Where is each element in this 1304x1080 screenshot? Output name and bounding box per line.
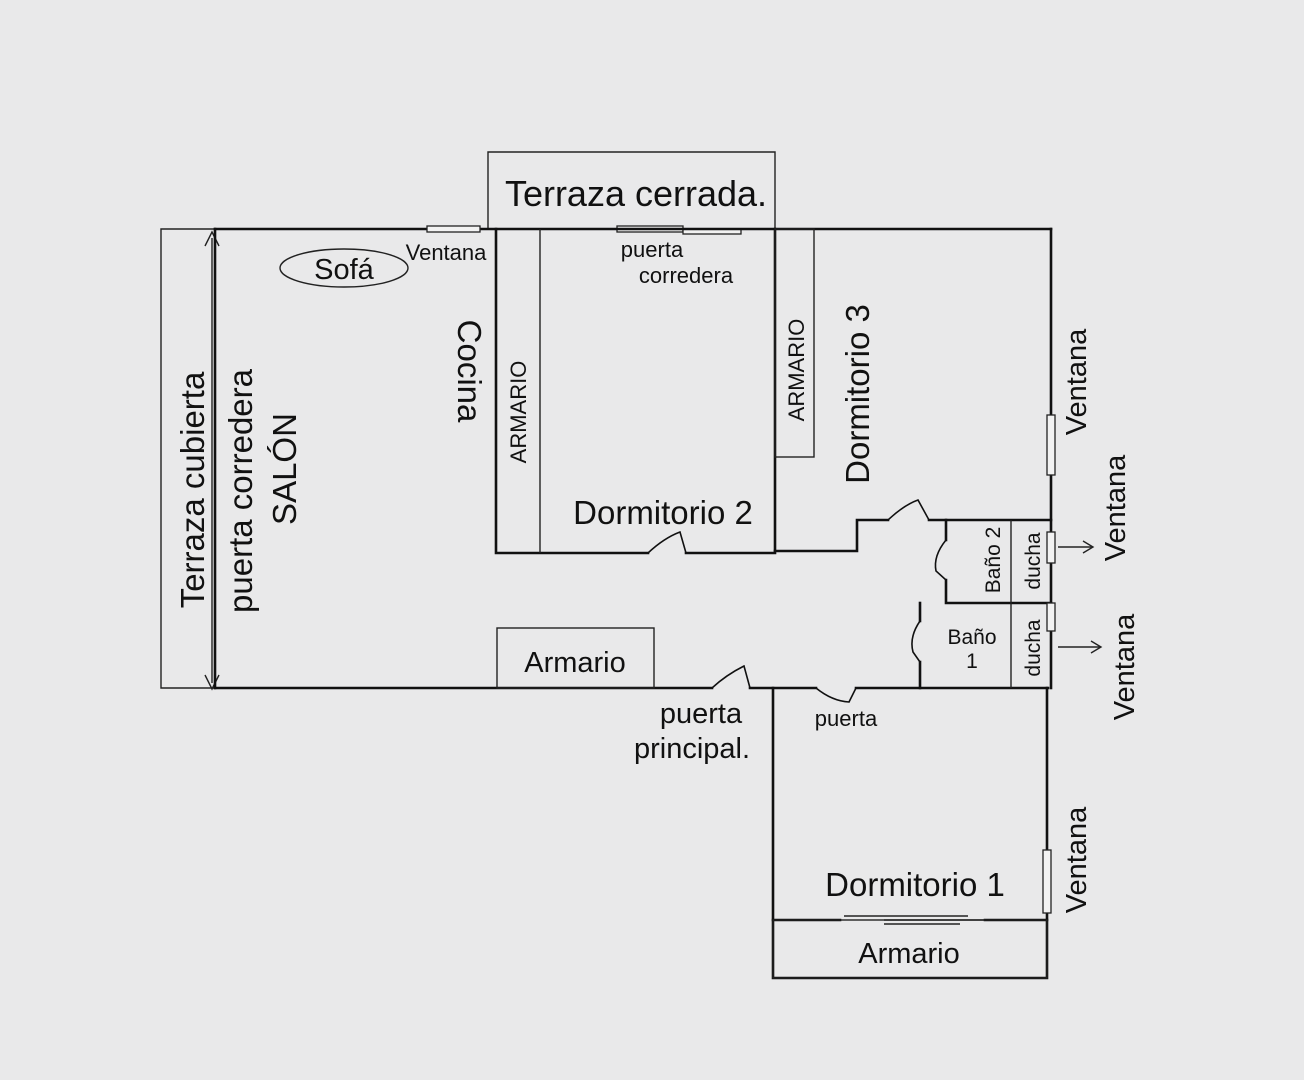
armario-hall-box: [496, 627, 655, 689]
window-bano1: [1046, 602, 1056, 632]
bano-1-label-2: 1: [966, 650, 978, 673]
terraza-cubierta-label: Terraza cubierta: [174, 371, 211, 608]
window-bano2: [1046, 531, 1056, 564]
dormitorio-3-label: Dormitorio 3: [839, 304, 876, 484]
doors: [647, 499, 947, 703]
ventana-top-label: Ventana: [406, 240, 488, 265]
window-d3: [1046, 414, 1056, 476]
ducha-1-label: ducha: [1022, 619, 1045, 677]
armario-d1-label: Armario: [858, 938, 960, 970]
armario-d3-box: [774, 228, 815, 458]
window-top-salon: [426, 225, 481, 233]
door-main: [711, 664, 751, 689]
windows: [426, 225, 1056, 914]
puerta-d1-label: puerta: [815, 706, 878, 731]
sofa-label: Sofá: [314, 254, 375, 286]
ventana-d1-label: Ventana: [1061, 806, 1093, 913]
armario-hall-label: Armario: [524, 647, 626, 679]
salon-label: SALÓN: [266, 413, 303, 525]
door-d3: [887, 499, 930, 521]
ventana-bano1-label: Ventana: [1109, 613, 1141, 720]
puerta-principal-label-1: puerta: [660, 698, 743, 730]
terraza-cerrada-label: Terraza cerrada.: [505, 173, 767, 214]
door-bano2: [934, 539, 947, 581]
puerta-corredera-top-label-2: corredera: [639, 263, 734, 288]
puerta-corredera-top-label-1: puerta: [621, 237, 684, 262]
door-d1: [815, 687, 857, 703]
bano-1-label-1: Baño: [947, 626, 996, 649]
puerta-principal-label-2: principal.: [634, 733, 750, 765]
ventana-d3-label: Ventana: [1061, 328, 1093, 435]
armario-d1-sliding-doors: [844, 915, 985, 925]
door-bano1: [911, 620, 921, 663]
armario-kitchen-label: ARMARIO: [506, 361, 531, 464]
sofa-shape: [279, 248, 409, 288]
arrows: [1058, 540, 1103, 654]
dormitorio-2-label: Dormitorio 2: [573, 494, 753, 531]
armario-d3-label: ARMARIO: [784, 319, 809, 422]
ventana-bano2-label: Ventana: [1100, 454, 1132, 561]
bano-2-label: Baño 2: [982, 527, 1005, 594]
door-d2: [647, 530, 687, 554]
cocina-label: Cocina: [451, 320, 488, 423]
dormitorio-1-label: Dormitorio 1: [825, 866, 1005, 903]
terraza-cubierta: [160, 228, 220, 691]
puerta-corredera-left-label: puerta corredera: [222, 368, 259, 613]
ducha-2-label: ducha: [1022, 532, 1045, 590]
window-d1: [1042, 849, 1052, 914]
